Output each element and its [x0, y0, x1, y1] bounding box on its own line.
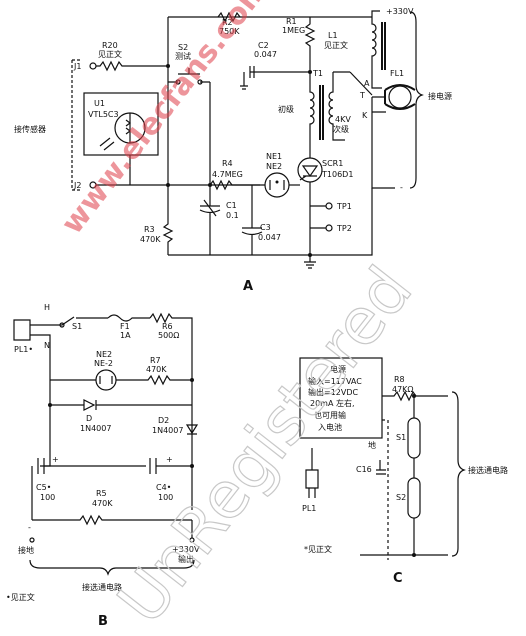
j1-label: J1 — [73, 62, 81, 71]
b-footnote: •见正文 — [6, 592, 35, 602]
scr1-value: T106D1 — [321, 170, 353, 179]
ne2-label: NE2 — [266, 162, 282, 171]
secondary-label: 次级 — [333, 124, 349, 134]
ps-title: 电源 — [330, 364, 346, 374]
panel-a: +330V R2 750K R1 1MEG L1 见正文 C2 0.047 T1… — [14, 7, 452, 294]
fl1-label: FL1 — [390, 69, 404, 78]
t1-label: T1 — [312, 69, 323, 78]
a-supply-label: +330V — [386, 7, 414, 16]
ps-input: 输入=117VAC — [308, 376, 362, 386]
r7-value: 470K — [146, 365, 167, 374]
u1-label: U1 — [94, 99, 105, 108]
r7-label: R7 — [150, 356, 161, 365]
f1-value: 1A — [120, 331, 131, 340]
tp1-label: TP1 — [336, 202, 352, 211]
r1-label: R1 — [286, 17, 297, 26]
u1-value: VTL5C3 — [88, 110, 119, 119]
r1-value: 1MEG — [282, 26, 305, 35]
panel-a-label: A — [243, 279, 253, 294]
b-h-label: H — [44, 303, 50, 312]
r3-label: R3 — [144, 225, 155, 234]
fl1-cathode: K — [362, 111, 368, 120]
panel-c-label: C — [393, 571, 403, 586]
c5-label: C5• — [36, 483, 51, 492]
c-plug-label: PL1 — [302, 504, 316, 513]
b-output-label: 输出 — [178, 554, 194, 564]
c4-plus: + — [166, 455, 173, 464]
r4-label: R4 — [222, 159, 233, 168]
sensor-connect-label: 接传感器 — [14, 124, 46, 134]
s2-value: 测试 — [175, 51, 191, 61]
ps-output: 输出=12VDC — [308, 387, 359, 397]
panel-c: 电源 输入=117VAC 输出=12VDC 20mA 左右, 也可用输 入电池 … — [299, 357, 508, 586]
b-gating-label: 接选通电路 — [82, 582, 122, 592]
panel-b-label: B — [98, 614, 108, 629]
fl1-trigger: T — [359, 91, 365, 100]
d-value: 1N4007 — [80, 424, 111, 433]
b-ground-label: 接地 — [18, 545, 34, 555]
c1-label: C1 — [226, 201, 237, 210]
c4-label: C4• — [156, 483, 171, 492]
s2-label: S2 — [178, 43, 188, 52]
r6-label: R6 — [162, 322, 173, 331]
c3-label: C3 — [260, 223, 271, 232]
b-n-label: N — [44, 341, 50, 350]
c16-label: C16 — [356, 465, 372, 474]
ne1-label: NE1 — [266, 152, 282, 161]
r8-value: 47KΩ — [392, 385, 414, 394]
c-ground-label: 地 — [368, 440, 376, 450]
ps-note-1: 也可用输 — [314, 410, 346, 420]
d2-label: D2 — [158, 416, 169, 425]
j2-label: J2 — [73, 181, 81, 190]
r2-value: 750K — [219, 27, 240, 36]
r20-value: 见正文 — [98, 49, 122, 59]
ps-note-2: 入电池 — [318, 422, 342, 432]
b-plug-label: PL1• — [14, 345, 33, 354]
r5-label: R5 — [96, 489, 107, 498]
c-s2-label: S2 — [396, 493, 406, 502]
d-label: D — [86, 414, 92, 423]
r6-value: 500Ω — [158, 331, 179, 340]
scr1-label: SCR1 — [322, 159, 343, 168]
c5-value: 100 — [40, 493, 55, 502]
b-minus: - — [28, 523, 31, 532]
a-minus: - — [400, 183, 403, 192]
c4-value: 100 — [158, 493, 173, 502]
b-ne2-value: NE-2 — [94, 359, 113, 368]
tp2-label: TP2 — [336, 224, 352, 233]
primary-label: 初级 — [278, 104, 294, 114]
c-s1-label: S1 — [396, 433, 406, 442]
d2-value: 1N4007 — [152, 426, 183, 435]
c-gating-label: 接选通电路 — [468, 465, 508, 475]
s1-label: S1 — [72, 322, 82, 331]
site-watermark: www.elecfans.com — [55, 0, 276, 241]
c3-value: 0.047 — [258, 233, 281, 242]
r2-label: R2 — [222, 18, 233, 27]
r3-value: 470K — [140, 235, 161, 244]
l1-value: 见正文 — [324, 40, 348, 50]
unregistered-watermark: UnRegistered — [104, 254, 427, 632]
secondary-voltage: 4KV — [335, 115, 351, 124]
panel-b: H N PL1• S1 F1 1A R6 500Ω NE2 NE-2 R7 47… — [6, 303, 200, 629]
ps-current: 20mA 左右, — [310, 398, 355, 408]
fl1-anode: A — [364, 79, 370, 88]
r4-value: 4.7MEG — [212, 170, 243, 179]
b-ne2-label: NE2 — [96, 350, 112, 359]
c5-plus: + — [52, 455, 59, 464]
r5-value: 470K — [92, 499, 113, 508]
c2-value: 0.047 — [254, 50, 277, 59]
c-footnote: *见正文 — [304, 544, 332, 554]
c1-value: 0.1 — [226, 211, 239, 220]
r8-label: R8 — [394, 375, 405, 384]
c2-label: C2 — [258, 41, 269, 50]
r20-label: R20 — [102, 41, 118, 50]
b-output-voltage: +330V — [172, 545, 200, 554]
f1-label: F1 — [120, 322, 130, 331]
power-connect-label: 接电源 — [428, 91, 452, 101]
l1-label: L1 — [328, 31, 338, 40]
